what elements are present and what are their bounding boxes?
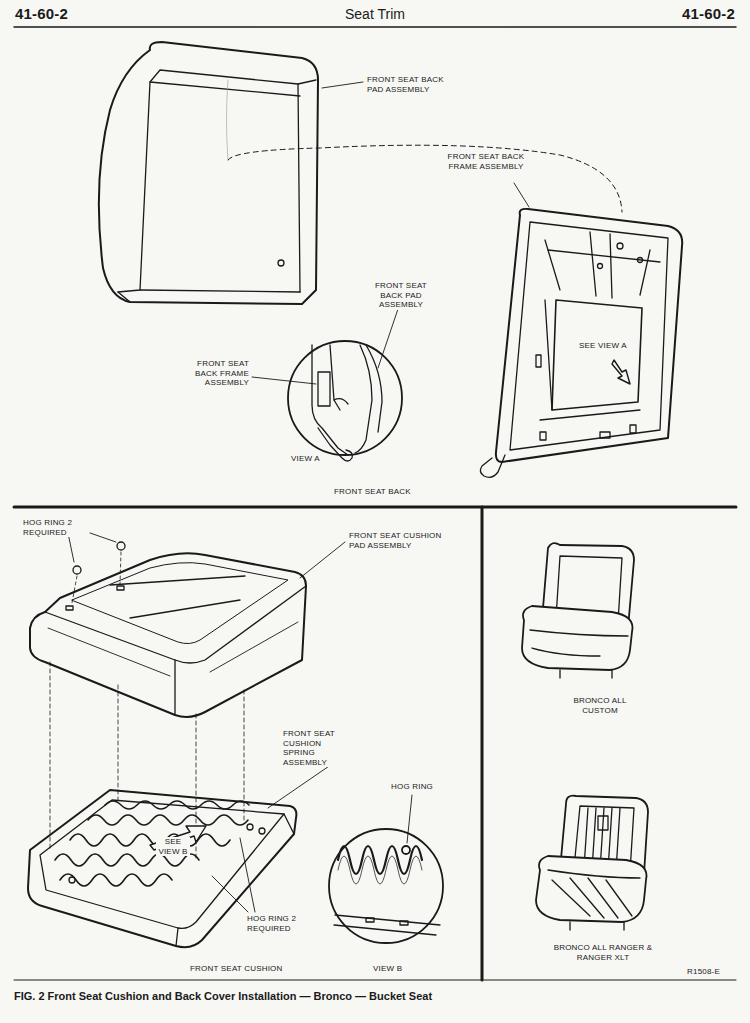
figure-caption: FIG. 2 Front Seat Cushion and Back Cover… bbox=[14, 990, 432, 1002]
view-title: VIEW B bbox=[372, 964, 403, 974]
view-callout: SEE VIEW B bbox=[156, 837, 190, 856]
part-label: FRONT SEAT BACK PAD ASSEMBLY bbox=[365, 281, 437, 310]
view-title: VIEW A bbox=[290, 454, 321, 464]
page-number: 41-60-2 bbox=[681, 5, 736, 23]
section-title: FRONT SEAT BACK bbox=[333, 487, 412, 497]
view-callout: SEE VIEW A bbox=[578, 341, 628, 351]
figure-code: R1508-E bbox=[686, 967, 721, 977]
model-label: BRONCO ALL CUSTOM bbox=[567, 696, 633, 715]
part-label: FRONT SEAT BACK FRAME ASSEMBLY bbox=[192, 359, 250, 388]
page-title: Seat Trim bbox=[345, 6, 405, 22]
part-label: FRONT SEAT BACK FRAME ASSEMBLY bbox=[443, 152, 529, 171]
part-label: HOG RING bbox=[390, 782, 434, 792]
model-label: BRONCO ALL RANGER & RANGER XLT bbox=[543, 943, 663, 962]
part-label: HOG RING 2 REQUIRED bbox=[246, 914, 306, 933]
page-number: 41-60-2 bbox=[14, 5, 69, 23]
section-title: FRONT SEAT CUSHION bbox=[189, 964, 284, 974]
part-label: HOG RING 2 REQUIRED bbox=[22, 518, 84, 537]
part-label: FRONT SEAT CUSHION PAD ASSEMBLY bbox=[348, 531, 444, 550]
part-label: FRONT SEAT BACK PAD ASSEMBLY bbox=[366, 75, 450, 94]
part-label: FRONT SEAT CUSHION SPRING ASSEMBLY bbox=[282, 729, 344, 767]
